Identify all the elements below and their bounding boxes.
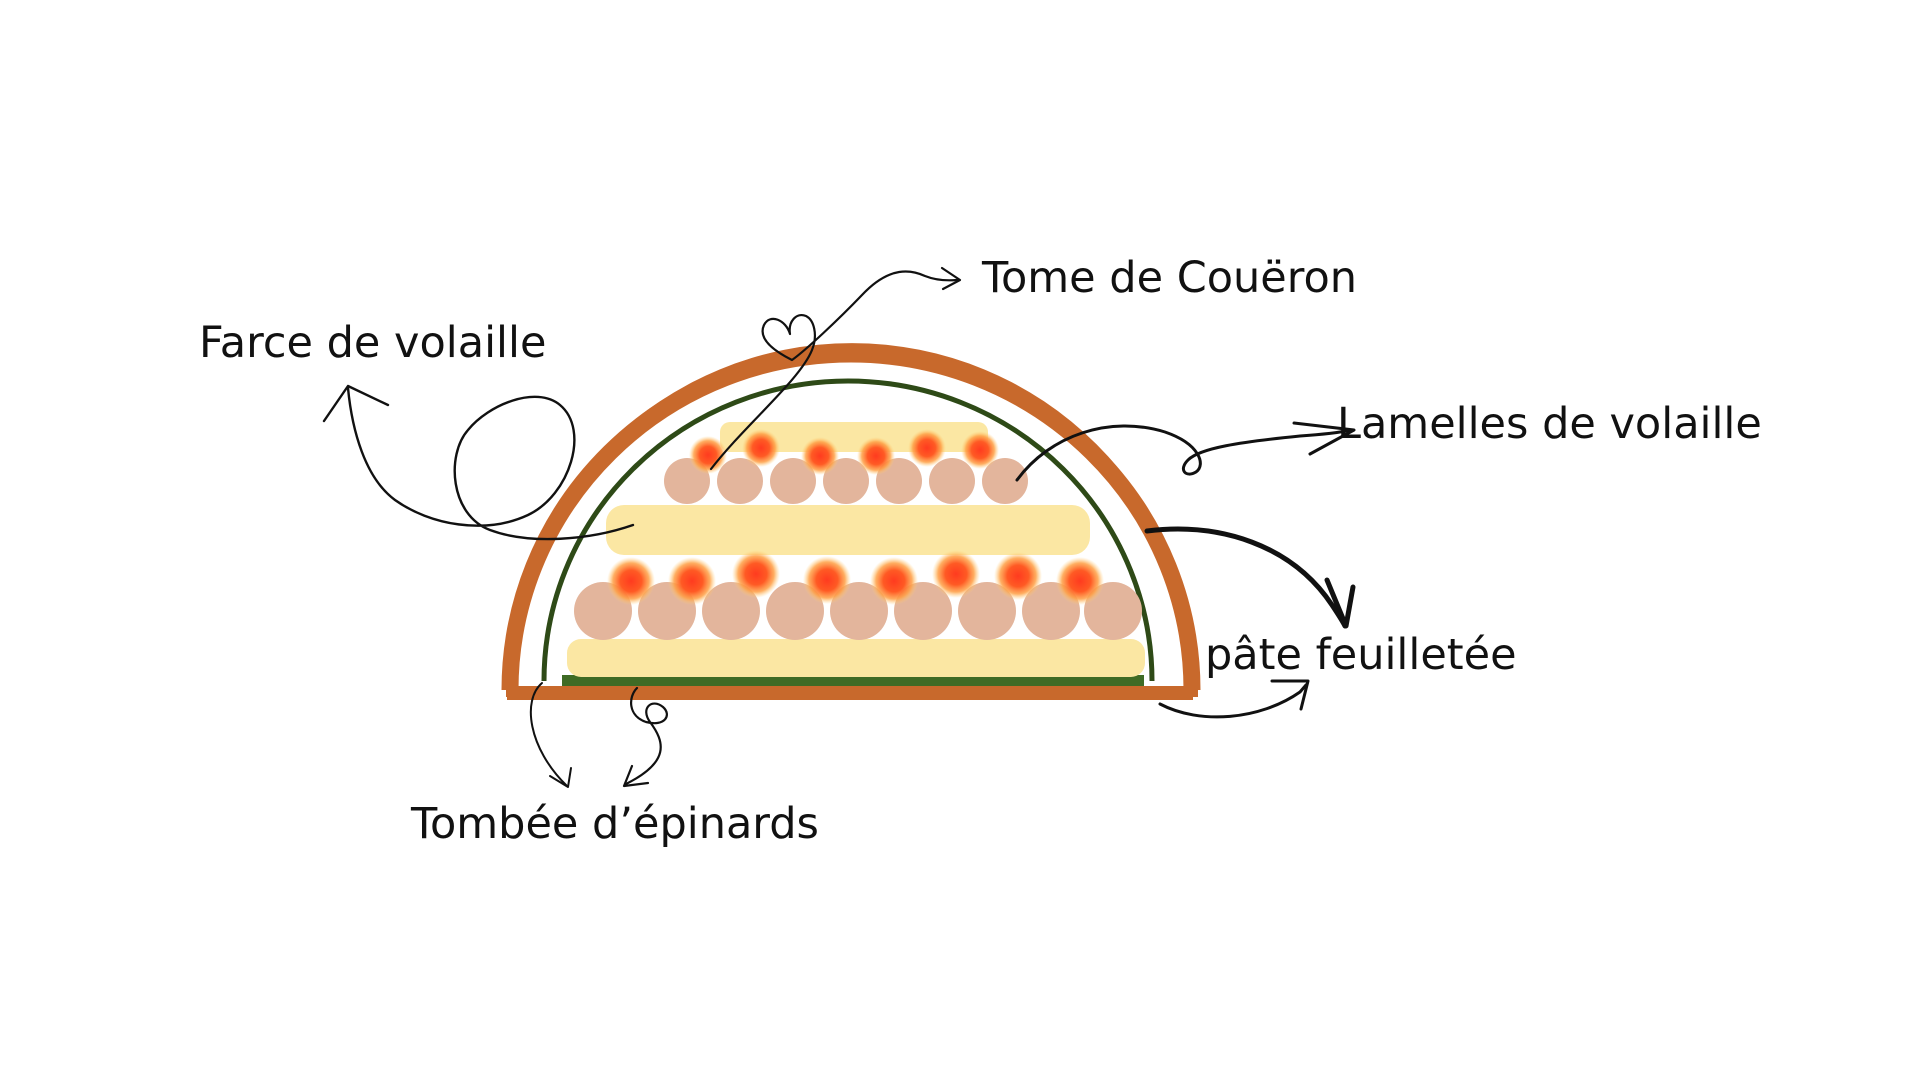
inner-pastry-line (541, 378, 1155, 682)
lamelles-arrowhead (1292, 421, 1356, 456)
cheese-dot (932, 550, 980, 598)
cheese-dot (732, 550, 780, 598)
label-pate-feuilletee: pâte feuilletée (1205, 630, 1517, 680)
cheese-dot (908, 429, 946, 467)
cheese-dot (1056, 557, 1104, 605)
cheese-dot (857, 437, 895, 475)
farce-arrowhead (322, 384, 390, 423)
label-tombee-d-epinards: Tombée d’épinards (410, 799, 819, 849)
chicken-slice (1084, 582, 1142, 640)
chicken-slice (717, 458, 763, 504)
chicken-slice (770, 458, 816, 504)
epinards-arrowhead-left (549, 767, 572, 788)
cheese-dot (668, 557, 716, 605)
pate-arrowhead-lower (1270, 679, 1310, 711)
label-lamelles-de-volaille: Lamelles de volaille (1337, 399, 1762, 449)
farce-arrow (346, 386, 635, 541)
epinards-arrow-left (529, 682, 568, 787)
chicken-slice (823, 458, 869, 504)
epinards-arrow-right (624, 686, 668, 786)
epinards-arrowhead-right (622, 764, 650, 788)
pate-arrowhead-upper (1324, 577, 1356, 629)
farce-layer-bottom (567, 639, 1145, 677)
cheese-dot (870, 557, 918, 605)
chicken-slice (830, 582, 888, 640)
lamelles-arrow (1015, 424, 1353, 482)
label-tome-de-coueron: Tome de Couëron (981, 253, 1357, 303)
tome-arrow (709, 270, 959, 471)
cheese-dot (961, 431, 999, 469)
farce-layer-middle (606, 505, 1090, 555)
chicken-slice (702, 582, 760, 640)
chicken-slice (929, 458, 975, 504)
cheese-dot (994, 552, 1042, 600)
chicken-slice (982, 458, 1028, 504)
spinach-layer (562, 675, 1144, 686)
cheese-dots-top-row (689, 429, 999, 475)
cheese-dot (803, 556, 851, 604)
chicken-slice (766, 582, 824, 640)
cheese-dot (801, 437, 839, 475)
chicken-slice (958, 582, 1016, 640)
pate-arrow-lower (1158, 683, 1308, 719)
chicken-slices-bottom-row (574, 582, 1142, 640)
cheese-dot (742, 429, 780, 467)
cheese-dot (689, 436, 727, 474)
cheese-dots-bottom-row (607, 550, 1104, 605)
tome-arrowhead (940, 266, 962, 291)
cheese-dot (607, 557, 655, 605)
puff-pastry-base (507, 686, 1193, 700)
label-farce-de-volaille: Farce de volaille (199, 318, 546, 368)
